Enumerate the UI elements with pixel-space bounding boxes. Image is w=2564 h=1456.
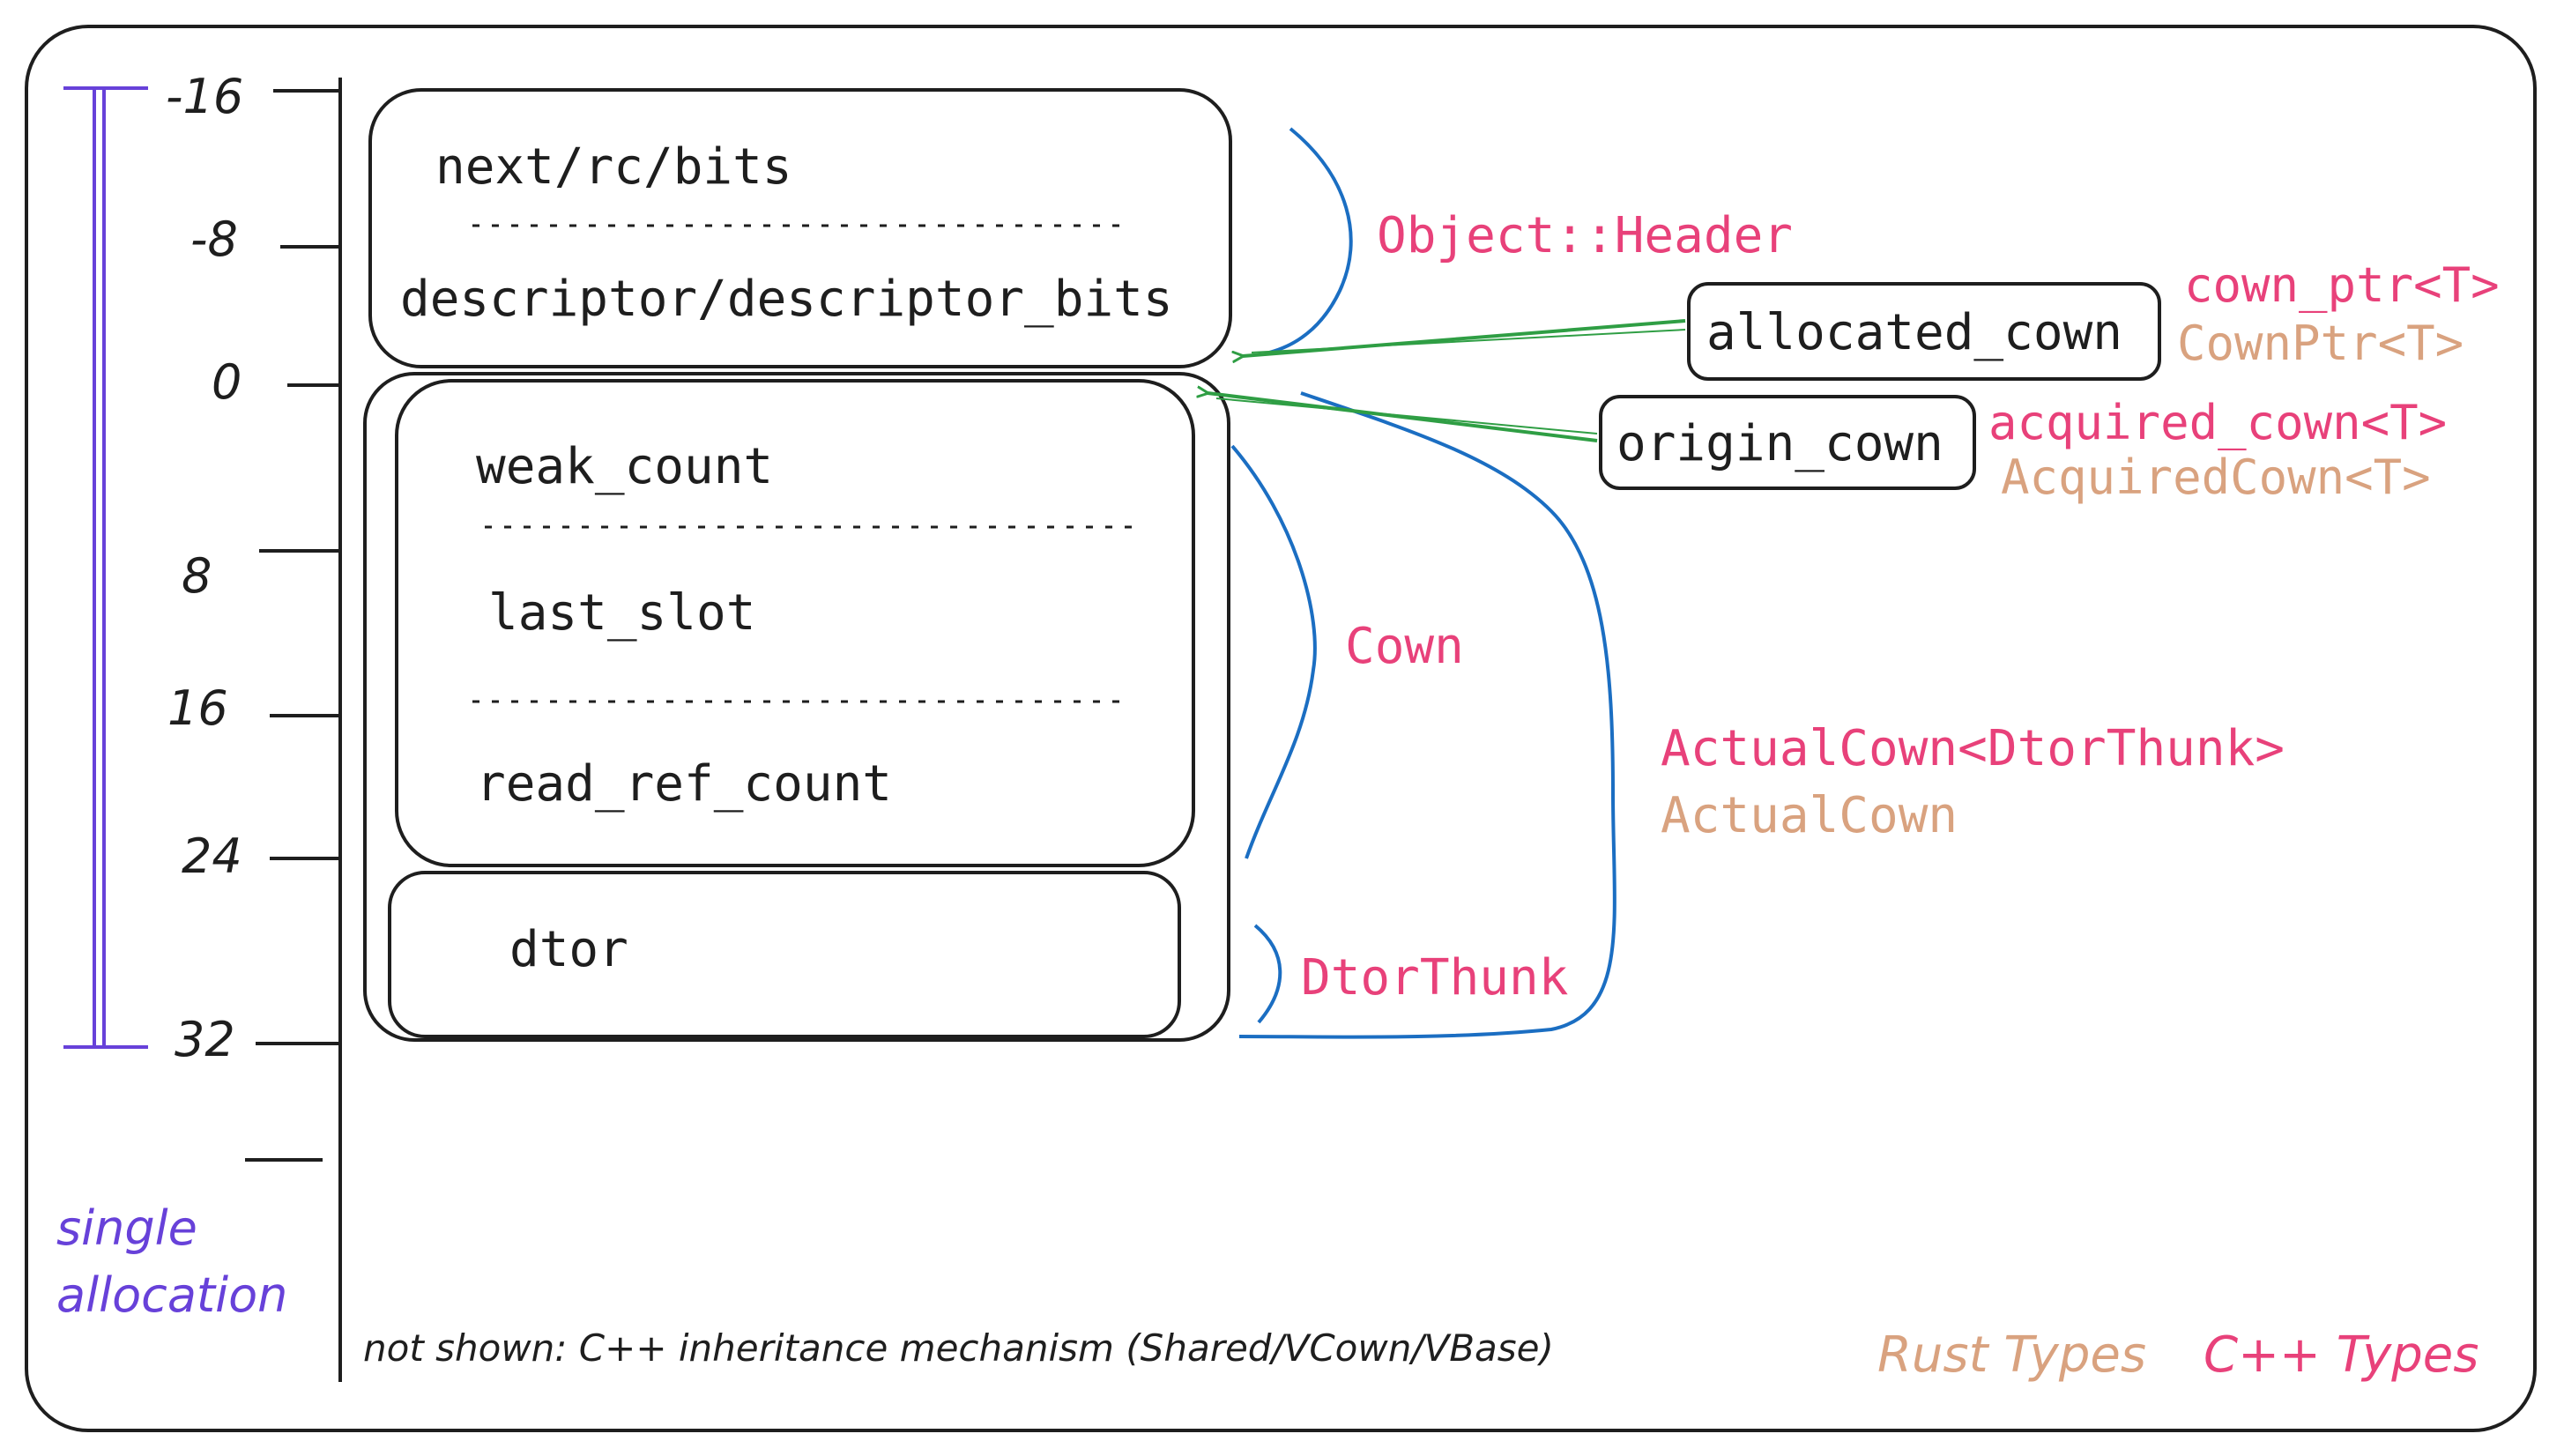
label-actual-cown-rust: ActualCown<DtorThunk> <box>1661 720 2285 777</box>
legend-cpp-types: C++ Types <box>2204 1326 2479 1384</box>
actual-cown-block <box>363 372 1230 1042</box>
offset-label: 32 <box>175 1012 235 1067</box>
offset-label: -8 <box>190 212 238 267</box>
label-dtor-thunk: DtorThunk <box>1301 949 1568 1007</box>
origin-cown-arrow-stroke <box>1215 397 1598 435</box>
origin-cown-box <box>1599 395 1976 490</box>
field-descriptor: descriptor/descriptor_bits <box>400 271 1173 328</box>
offset-label: 8 <box>182 548 212 604</box>
field-last-slot: last_slot <box>488 584 755 642</box>
header-brace <box>1268 127 1353 354</box>
dtor-brace <box>1253 924 1282 1024</box>
header-block <box>368 88 1232 368</box>
offset-label: 16 <box>167 680 228 736</box>
label-cown: Cown <box>1345 618 1464 675</box>
footnote: not shown: C++ inheritance mechanism (Sh… <box>363 1326 1554 1370</box>
cown-brace <box>1230 444 1317 859</box>
offset-label: -16 <box>166 69 243 124</box>
field-weak-count: weak_count <box>476 438 773 495</box>
range-label-line1: single <box>56 1200 197 1256</box>
offset-label: 0 <box>212 354 242 410</box>
offset-label: 24 <box>182 828 242 884</box>
allocation-range-bracket <box>63 86 148 1049</box>
actual-cown-brace <box>1238 391 1616 1039</box>
field-next-rc-bits: next/rc/bits <box>435 138 792 196</box>
label-cown-ptr-cpp: CownPtr<T> <box>2177 316 2464 371</box>
field-read-ref-count: read_ref_count <box>476 755 892 813</box>
dtor-block <box>388 871 1181 1038</box>
origin-cown-arrow <box>1208 393 1598 442</box>
pointer-allocated-cown: allocated_cown <box>1706 304 2122 361</box>
label-cown-ptr-rust: cown_ptr<T> <box>2184 257 2500 313</box>
allocated-cown-arrow <box>1243 319 1686 356</box>
label-acquired-cown-rust: acquired_cown<T> <box>1988 395 2447 450</box>
legend-rust-types: Rust Types <box>1877 1326 2146 1384</box>
allocated-cown-box <box>1687 282 2161 381</box>
allocated-cown-arrow-stroke <box>1251 329 1686 353</box>
field-dtor: dtor <box>509 921 628 978</box>
outer-frame <box>25 25 2537 1432</box>
range-label-line2: allocation <box>56 1267 287 1323</box>
pointer-origin-cown: origin_cown <box>1616 415 1943 472</box>
label-actual-cown-cpp: ActualCown <box>1661 787 1958 844</box>
cown-block <box>395 379 1195 867</box>
label-object-header: Object::Header <box>1377 207 1793 264</box>
label-acquired-cown-cpp: AcquiredCown<T> <box>2001 449 2431 505</box>
